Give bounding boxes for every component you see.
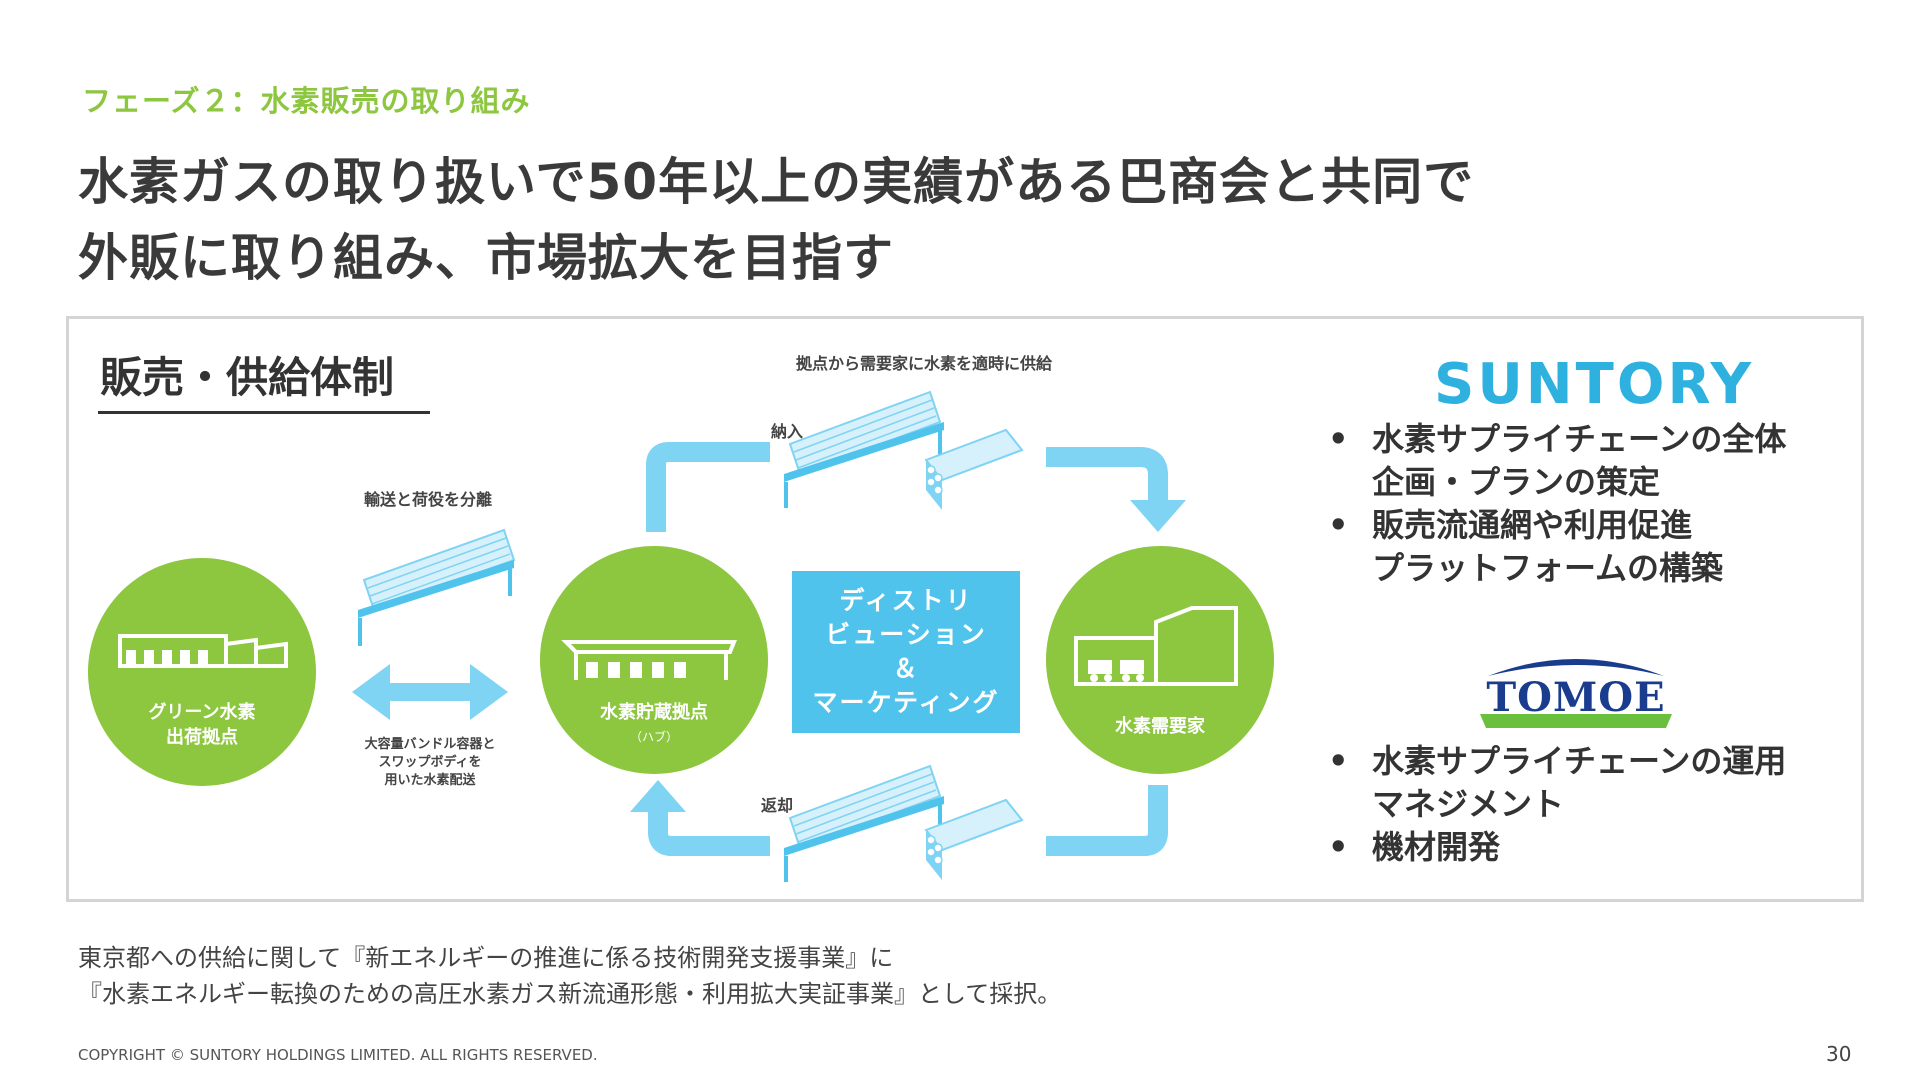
storage-hub-label: 水素貯蔵拠点 [600,702,708,723]
arrow-left-icon [352,664,390,720]
delivery-bundle-icon [924,428,1024,510]
list-item: 機材開発 [1322,826,1786,869]
return-bundle-icon [924,798,1024,880]
warehouse-icon [561,640,737,680]
headline: 水素ガスの取り扱いで50年以上の実績がある巴商会と共同で 外販に取り組み、市場拡… [78,144,1474,296]
footnote: 東京都への供給に関して『新エネルギーの推進に係る技術開発支援事業』に 『水素エネ… [78,944,1062,1008]
supply-system-panel [66,316,1864,902]
section-title-underline [98,411,430,414]
page-number: 30 [1826,1042,1852,1066]
delivery-label: 納入 [771,422,804,441]
swap-body-trailer-icon [358,528,516,646]
arrow-right-icon [470,664,508,720]
swap-body-caption: 大容量バンドル容器と スワップボディを 用いた水素配送 [364,737,496,788]
section-title: 販売・供給体制 [100,353,395,402]
suntory-role-list: 水素サプライチェーンの全体 企画・プランの策定 販売流通網や利用促進 プラットフ… [1322,418,1786,590]
flow-line-from-demand [1046,785,1168,856]
demand-label: 水素需要家 [1115,716,1205,737]
flow-line-to-demand [1046,447,1168,500]
green-hydrogen-hub-circle [88,558,316,786]
tomoe-role-list: 水素サプライチェーンの運用 マネジメント 機材開発 [1322,740,1786,869]
suntory-logo: SUNTORY [1434,352,1755,417]
factory-icon [118,634,288,668]
list-item: 水素サプライチェーンの全体 企画・プランの策定 [1322,418,1786,504]
double-arrow-shaft [380,683,480,701]
tomoe-wordmark: TOMOE [1486,674,1666,721]
list-item: 水素サプライチェーンの運用 マネジメント [1322,740,1786,826]
green-hub-label: グリーン水素 出荷拠点 [148,702,256,748]
arrow-head-up-icon [630,780,686,812]
top-caption: 拠点から需要家に水素を適時に供給 [796,354,1053,373]
return-label: 返却 [761,796,794,815]
transport-caption: 輸送と荷役を分離 [364,490,493,509]
copyright: COPYRIGHT © SUNTORY HOLDINGS LIMITED. AL… [78,1046,598,1064]
arrow-head-down-icon [1130,500,1186,532]
list-item: 販売流通網や利用促進 プラットフォームの構築 [1322,504,1786,590]
tomoe-arc-icon [1480,659,1672,728]
consumer-facility-icon [1074,606,1238,686]
flow-line-to-delivery [646,442,770,532]
return-trailer-icon [784,764,944,882]
headline-line-2: 外販に取り組み、市場拡大を目指す [78,229,894,287]
delivery-trailer-icon [784,390,944,508]
phase-label: フェーズ２：水素販売の取り組み [82,84,531,118]
flow-line-to-hub [648,808,770,856]
distribution-marketing-box: ディストリ ビューション ＆ マーケティング [792,571,1020,733]
storage-hub-sublabel: （ハブ） [629,730,678,744]
tomoe-logo: TOMOE [1466,648,1686,728]
headline-line-1: 水素ガスの取り扱いで50年以上の実績がある巴商会と共同で [78,153,1475,211]
